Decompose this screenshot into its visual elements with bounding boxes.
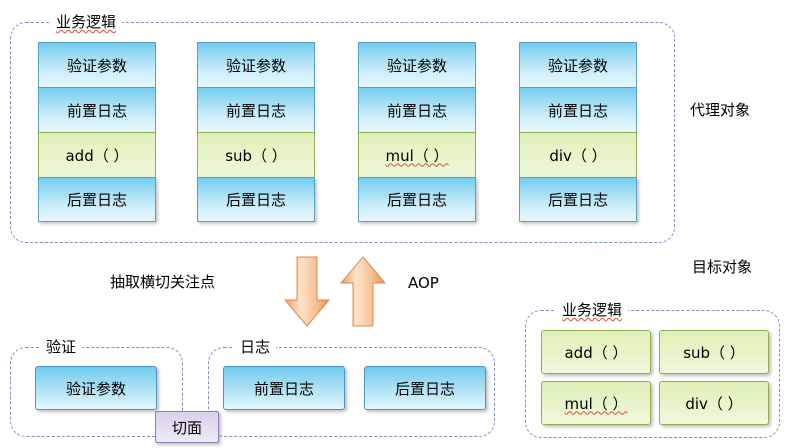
- proxy-cell: 后置日志: [519, 177, 637, 222]
- target-method-div: div（ ）: [659, 381, 769, 425]
- aspect-badge: 切面: [155, 411, 219, 443]
- validation-container-label: 验证: [40, 338, 83, 356]
- target-method-mul: mul（ ）: [541, 381, 651, 425]
- target-object-title: 目标对象: [692, 258, 753, 276]
- proxy-cell: 验证参数: [38, 42, 156, 87]
- arrow-down-icon: [283, 256, 331, 328]
- proxy-cell-method: mul（ ）: [358, 132, 476, 177]
- proxy-cell: 前置日志: [197, 87, 315, 132]
- proxy-column-sub: 验证参数 前置日志 sub（ ） 后置日志: [197, 42, 315, 222]
- proxy-container-label: 业务逻辑: [50, 13, 123, 31]
- proxy-cell: 前置日志: [38, 87, 156, 132]
- proxy-cell-method: div（ ）: [519, 132, 637, 177]
- proxy-object-title: 代理对象: [690, 101, 751, 119]
- proxy-column-add: 验证参数 前置日志 add（ ） 后置日志: [38, 42, 156, 222]
- proxy-cell: 前置日志: [358, 87, 476, 132]
- target-method-sub: sub（ ）: [659, 330, 769, 374]
- proxy-cell-method: add（ ）: [38, 132, 156, 177]
- target-object-container: [525, 310, 780, 438]
- logging-container-label: 日志: [234, 338, 277, 356]
- proxy-cell: 后置日志: [38, 177, 156, 222]
- extract-crosscutting-label: 抽取横切关注点: [110, 273, 216, 291]
- target-container-label: 业务逻辑: [556, 301, 629, 319]
- proxy-column-mul: 验证参数 前置日志 mul（ ） 后置日志: [358, 42, 476, 222]
- proxy-cell: 后置日志: [358, 177, 476, 222]
- target-method-add: add（ ）: [541, 330, 651, 374]
- arrow-up-icon: [339, 256, 387, 328]
- validation-param-box: 验证参数: [35, 366, 157, 410]
- logging-container: [208, 347, 495, 437]
- proxy-cell: 验证参数: [358, 42, 476, 87]
- proxy-object-container: [10, 22, 675, 243]
- after-log-box: 后置日志: [364, 366, 486, 410]
- aop-label: AOP: [408, 274, 439, 292]
- proxy-cell: 前置日志: [519, 87, 637, 132]
- proxy-column-div: 验证参数 前置日志 div（ ） 后置日志: [519, 42, 637, 222]
- proxy-cell: 验证参数: [197, 42, 315, 87]
- proxy-cell: 后置日志: [197, 177, 315, 222]
- proxy-cell: 验证参数: [519, 42, 637, 87]
- before-log-box: 前置日志: [223, 366, 345, 410]
- validation-container: [10, 347, 183, 437]
- proxy-cell-method: sub（ ）: [197, 132, 315, 177]
